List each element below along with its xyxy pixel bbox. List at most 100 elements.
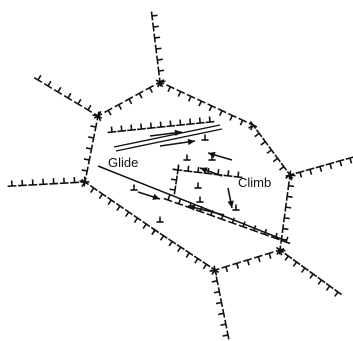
dislocation-stem xyxy=(198,100,203,107)
dislocation-symbol xyxy=(174,201,184,207)
dislocation-symbol xyxy=(287,181,290,191)
arrow-head xyxy=(152,193,160,200)
dislocation-symbol xyxy=(224,319,228,329)
dislocation-symbol xyxy=(176,244,185,251)
dislocation-stem xyxy=(260,141,266,146)
boundary-wall-top-left xyxy=(93,79,165,122)
glide-arrow-lower-right xyxy=(187,204,225,216)
dislocation-stem xyxy=(220,323,226,327)
dislocation-stem xyxy=(209,269,216,272)
dislocation-stem xyxy=(124,211,130,217)
dislocation-stem xyxy=(98,193,104,199)
dislocation-stem xyxy=(263,228,268,235)
dislocation-stem xyxy=(208,105,213,112)
dislocation-stem xyxy=(198,117,201,124)
dislocation-stem xyxy=(90,125,96,128)
dislocation-stem xyxy=(172,168,179,171)
dislocation-walls xyxy=(7,11,353,340)
dislocation-stem xyxy=(128,98,133,105)
dislocation-symbol xyxy=(232,261,242,266)
dislocation-stem xyxy=(319,166,323,173)
dislocation-stem xyxy=(107,199,112,205)
dislocation-stem xyxy=(117,104,123,110)
dislocation-stem xyxy=(289,174,293,181)
dislocation-stem xyxy=(287,195,293,198)
dislocation-stem xyxy=(257,256,261,263)
climb-label: Climb xyxy=(238,175,271,190)
boundary-wall-bottom-left xyxy=(80,178,160,235)
dislocation-stem xyxy=(153,25,159,28)
climb-arrow-middle xyxy=(199,167,223,177)
dislocation-stem xyxy=(169,188,176,191)
dislocation-stem xyxy=(185,252,190,258)
dislocation-stem xyxy=(120,125,123,132)
dislocation-stem xyxy=(276,249,281,255)
dislocation-stem xyxy=(176,246,182,253)
dislocation-stem xyxy=(107,109,112,116)
dislocation-stem xyxy=(194,258,199,264)
boundary-wall-top-right xyxy=(155,79,258,131)
dislocation-motion-arrows xyxy=(97,124,285,241)
dislocation-stem xyxy=(218,312,224,316)
dislocation-stem xyxy=(278,166,285,171)
boundary-wall-right-upper xyxy=(248,120,294,180)
inner-wall-short xyxy=(169,165,180,195)
boundary-wall-left xyxy=(79,111,100,187)
dislocation-stem xyxy=(157,58,163,61)
dislocation-stem xyxy=(268,253,272,259)
dislocation-symbol xyxy=(274,154,281,163)
arrow-head xyxy=(208,151,216,159)
dislocation-stem xyxy=(169,120,172,127)
dislocation-stem xyxy=(57,86,62,93)
dislocation-stem xyxy=(116,205,121,211)
dislocation-stem xyxy=(272,157,279,163)
dislocation-stem xyxy=(288,184,295,188)
dislocation-stem xyxy=(215,301,222,305)
dislocation-symbol xyxy=(223,174,233,178)
dislocation-stem xyxy=(151,14,158,17)
dislocation-stem xyxy=(89,187,95,193)
glide-arrow-lower-left xyxy=(137,191,161,200)
dislocation-stem xyxy=(110,126,113,133)
dislocation-stem xyxy=(85,147,92,150)
glide-line-upper-a xyxy=(113,124,221,148)
outer-wall-left xyxy=(7,176,90,188)
dislocation-stem xyxy=(167,194,171,201)
dislocation-stem xyxy=(167,86,172,93)
dislocation-symbol xyxy=(186,93,196,99)
dislocation-stem xyxy=(158,69,165,72)
dislocation-symbol xyxy=(193,255,202,262)
dislocation-stem xyxy=(187,165,190,172)
dislocation-stem xyxy=(211,280,218,283)
dislocation-stem xyxy=(67,92,72,99)
dislocation-stem xyxy=(329,163,333,170)
dislocation-stem xyxy=(130,124,133,131)
loose-dislocation xyxy=(196,196,204,203)
dislocation-stem xyxy=(83,158,90,161)
dislocation-stem xyxy=(159,121,162,128)
dislocation-stem xyxy=(284,217,290,220)
dislocation-stem xyxy=(229,115,234,121)
dislocation-stem xyxy=(97,110,102,117)
dislocation-symbol xyxy=(104,107,113,114)
loose-dislocation xyxy=(183,154,191,161)
glide-planes xyxy=(97,124,285,241)
boundary-wall-bottom xyxy=(150,226,220,276)
loose-dislocation xyxy=(201,134,209,141)
dislocation-stem xyxy=(149,122,152,129)
loose-dislocation xyxy=(130,184,138,191)
dislocation-stem xyxy=(285,236,289,243)
dislocation-stem xyxy=(299,171,303,178)
dislocation-stem xyxy=(339,160,343,167)
dislocation-stem xyxy=(282,227,289,231)
dislocation-stem xyxy=(317,279,323,285)
loose-dislocation xyxy=(232,204,240,211)
climb-arrow-down xyxy=(227,187,234,209)
glide-arrow-upper-2 xyxy=(159,138,196,147)
dislocation-stem xyxy=(284,255,289,261)
arrow-head xyxy=(188,204,196,211)
dislocation-stem xyxy=(254,132,260,138)
boundary-wall-bottom-right xyxy=(210,247,285,276)
dislocation-stem xyxy=(325,285,331,291)
